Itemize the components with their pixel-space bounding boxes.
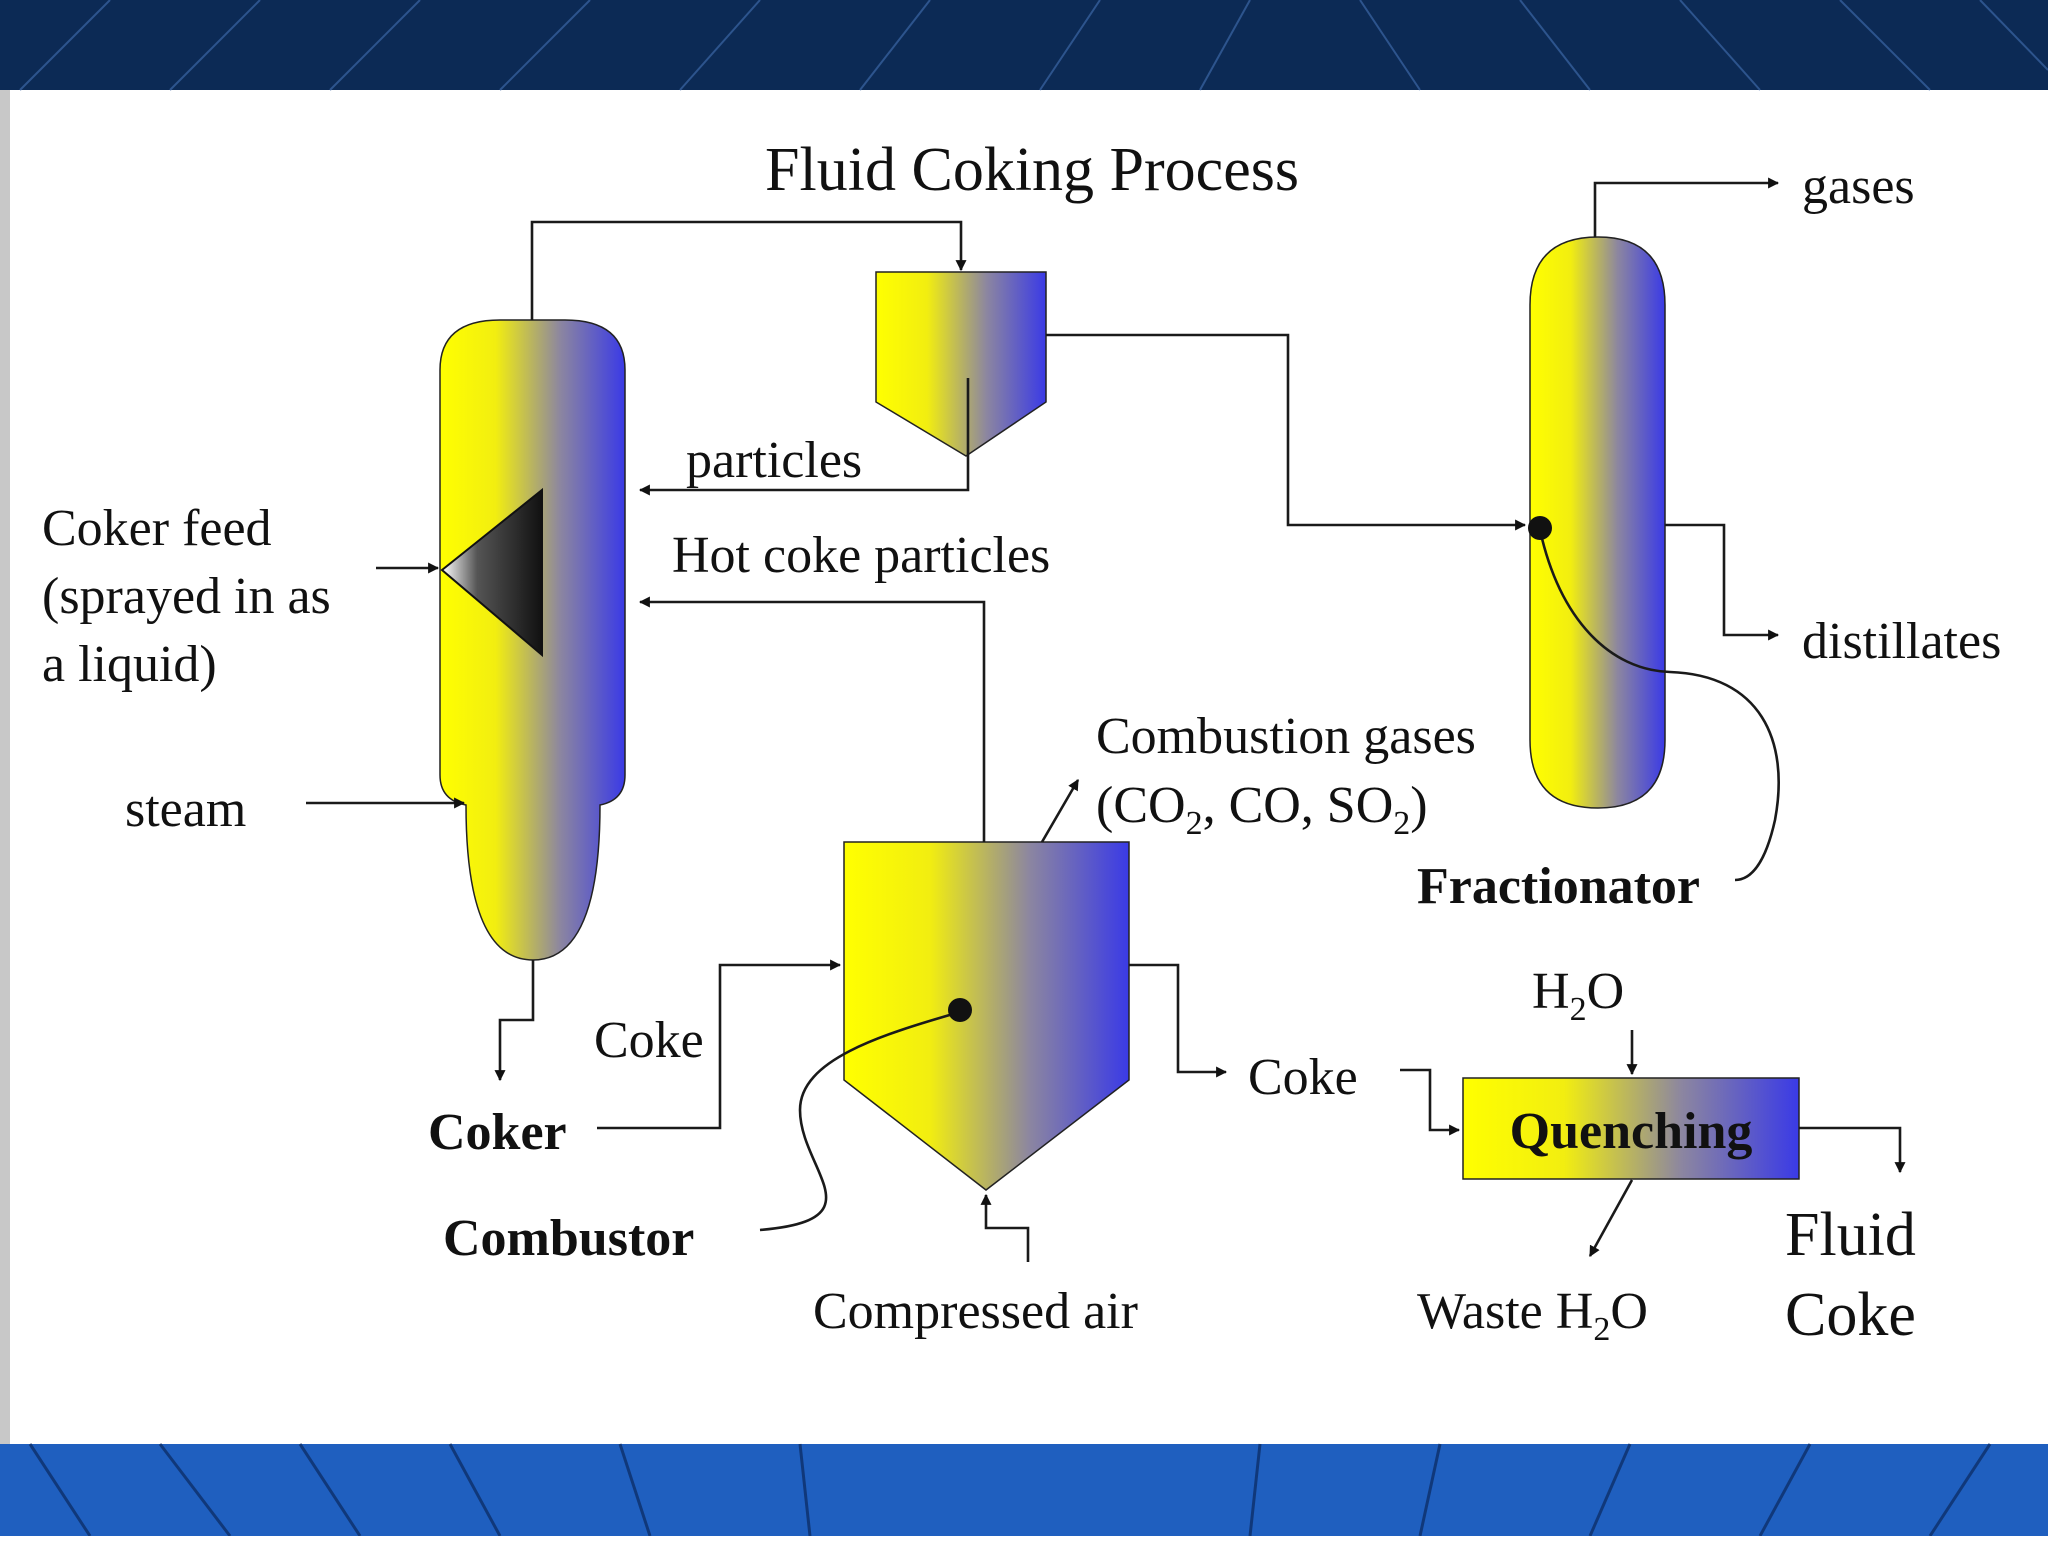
label-coke-in: Coke — [594, 1012, 704, 1069]
waste-h2o-part-2: O — [1610, 1283, 1648, 1340]
label-fluid-coke-line-2: Coke — [1785, 1281, 1916, 1349]
combustion-formula-part-1: (CO — [1096, 777, 1186, 834]
label-hot-coke-particles: Hot coke particles — [672, 527, 1050, 584]
feed-spray-triangle — [440, 487, 543, 658]
label-waste-h2o: Waste H2O — [1417, 1283, 1648, 1348]
top-band — [0, 0, 2048, 91]
combustor-air-dot — [948, 998, 972, 1022]
combustor-vessel — [843, 841, 1130, 1191]
label-h2o: H2O — [1532, 963, 1624, 1028]
cyclone-separator — [875, 271, 1047, 457]
combustion-formula-part-3: ) — [1410, 777, 1427, 834]
label-coker-feed-line-3: a liquid) — [42, 636, 217, 693]
waste-h2o-sub: 2 — [1593, 1311, 1610, 1348]
label-compressed-air: Compressed air — [813, 1283, 1138, 1340]
fractionator-vessel — [1529, 236, 1666, 809]
label-coker-feed: Coker feed (sprayed in as a liquid) — [42, 500, 344, 693]
waste-h2o-part-1: Waste H — [1417, 1283, 1593, 1340]
h2o-sub: 2 — [1570, 991, 1587, 1028]
left-edge — [0, 90, 10, 1444]
label-quenching: Quenching — [1510, 1103, 1753, 1160]
piping — [306, 177, 1906, 1262]
label-fractionator: Fractionator — [1417, 858, 1700, 915]
label-fluid-coke: Fluid Coke — [1785, 1201, 1931, 1349]
label-particles: particles — [686, 432, 862, 489]
label-combustion-formula: (CO2, CO, SO2) — [1096, 777, 1428, 842]
h2o-part-2: O — [1587, 963, 1625, 1020]
label-combustion-gases: Combustion gases — [1096, 708, 1476, 765]
label-steam: steam — [125, 781, 246, 838]
label-coker: Coker — [428, 1104, 567, 1161]
label-combustor: Combustor — [443, 1210, 694, 1267]
label-coke-out: Coke — [1248, 1049, 1358, 1106]
quenching-vessel — [1462, 1077, 1800, 1180]
fractionator-inlet-dot — [1528, 516, 1552, 540]
combustion-formula-sub-1: 2 — [1186, 805, 1203, 842]
diagram-title: Fluid Coking Process — [765, 136, 1299, 204]
bottom-band — [0, 1443, 2048, 1537]
label-coker-feed-line-1: Coker feed — [42, 500, 272, 557]
combustion-formula-part-2: , CO, SO — [1203, 777, 1394, 834]
label-coker-feed-line-2: (sprayed in as — [42, 568, 331, 625]
h2o-part-1: H — [1532, 963, 1570, 1020]
label-distillates: distillates — [1802, 613, 2001, 670]
label-fluid-coke-line-1: Fluid — [1785, 1201, 1916, 1269]
label-gases: gases — [1802, 158, 1915, 215]
combustion-formula-sub-2: 2 — [1393, 805, 1410, 842]
